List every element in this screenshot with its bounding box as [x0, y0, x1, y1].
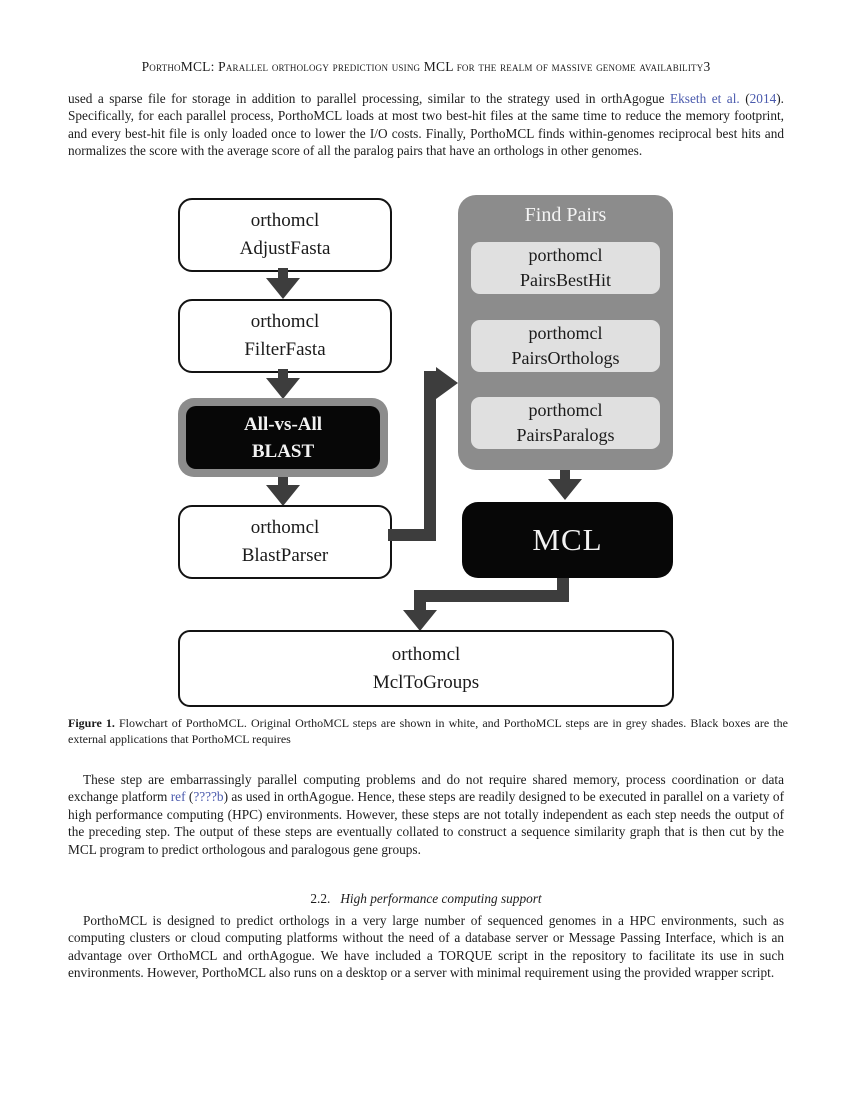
arrow-stem [278, 268, 288, 280]
arrow-down-icon [266, 378, 300, 399]
node-pairsparalogs-line2: PairsParalogs [516, 425, 615, 445]
arrow-down-icon [266, 485, 300, 506]
node-mcl-label: MCL [532, 522, 603, 557]
arrow-right-icon [436, 367, 458, 399]
connector-vertical [424, 371, 436, 541]
group-find-pairs: Find Pairs porthomcl PairsBestHit portho… [458, 195, 673, 470]
section-heading-2-2: 2.2. High performance computing support [68, 891, 784, 907]
text-segment: ( [185, 789, 194, 805]
arrow-down-icon [403, 610, 437, 631]
text-segment-link[interactable]: ref [170, 789, 186, 805]
node-filterfasta-line1: orthomcl [250, 311, 320, 332]
node-blast-line2: BLAST [251, 440, 315, 462]
node-pairsbesthit-line2: PairsBestHit [519, 270, 611, 290]
node-pairsparalogs: porthomcl PairsParalogs [471, 397, 660, 449]
paragraph-3: PorthoMCL is designed to predict ortholo… [68, 913, 784, 981]
figure-caption-text: Flowchart of PorthoMCL. Original OrthoMC… [68, 716, 788, 746]
node-blastparser-line2: BlastParser [241, 545, 329, 566]
node-pairsorthologs: porthomcl PairsOrthologs [471, 320, 660, 372]
node-mcltogroups: orthomcl MclToGroups [178, 630, 674, 707]
node-mcltogroups-line2: MclToGroups [372, 671, 480, 693]
node-pairsorthologs-line2: PairsOrthologs [511, 348, 620, 368]
running-head-title: PorthoMCL: Parallel orthology prediction… [141, 59, 704, 74]
arrow-stem [560, 470, 570, 481]
text-segment-link[interactable]: Ekseth et al. [670, 91, 740, 106]
node-adjustfasta-line2: AdjustFasta [239, 238, 331, 259]
node-pairsbesthit: porthomcl PairsBestHit [471, 242, 660, 294]
text-segment: ( [739, 91, 750, 106]
text-segment: ) as used in orthAgogue. Hence, these st… [68, 789, 784, 857]
node-mcltogroups-line1: orthomcl [391, 643, 461, 665]
node-pairsorthologs-line1: porthomcl [528, 323, 603, 343]
text-segment-link[interactable]: 2014 [749, 91, 777, 106]
figure-caption: Figure 1. Flowchart of PorthoMCL. Origin… [68, 716, 788, 747]
arrow-down-icon [266, 278, 300, 299]
node-filterfasta: orthomcl FilterFasta [178, 299, 392, 373]
text-segment: These step are embarrassingly parallel c… [68, 772, 784, 805]
text-segment: ). Specifically, for each parallel proce… [68, 91, 784, 159]
node-filterfasta-line2: FilterFasta [244, 339, 326, 360]
section-number: 2.2. [310, 891, 331, 906]
group-find-pairs-title: Find Pairs [524, 204, 607, 226]
node-blast-line1: All-vs-All [243, 413, 323, 435]
text-segment: used a sparse file for storage in additi… [68, 91, 671, 106]
node-blastparser: orthomcl BlastParser [178, 505, 392, 579]
arrow-down-icon [548, 479, 582, 500]
node-pairsbesthit-line1: porthomcl [528, 245, 603, 265]
figure-caption-label: Figure 1. [68, 716, 115, 730]
node-mcl: MCL [462, 502, 673, 578]
node-blastparser-line1: orthomcl [250, 517, 320, 538]
node-adjustfasta-line1: orthomcl [250, 210, 320, 231]
paragraph-1: used a sparse file for storage in additi… [68, 90, 784, 160]
section-title: High performance computing support [340, 891, 542, 906]
running-head: PorthoMCL: Parallel orthology prediction… [68, 59, 784, 75]
arrow-stem [278, 369, 288, 380]
arrow-stem [278, 477, 288, 487]
node-pairsparalogs-line1: porthomcl [528, 400, 603, 420]
text-segment-link[interactable]: ????b [193, 789, 224, 805]
node-adjustfasta: orthomcl AdjustFasta [178, 198, 392, 272]
node-blast: All-vs-All BLAST [186, 406, 380, 469]
connector-horizontal [414, 590, 569, 602]
connector-vertical [414, 590, 426, 612]
page-number: 3 [703, 59, 711, 74]
paragraph-2: These step are embarrassingly parallel c… [68, 771, 784, 858]
